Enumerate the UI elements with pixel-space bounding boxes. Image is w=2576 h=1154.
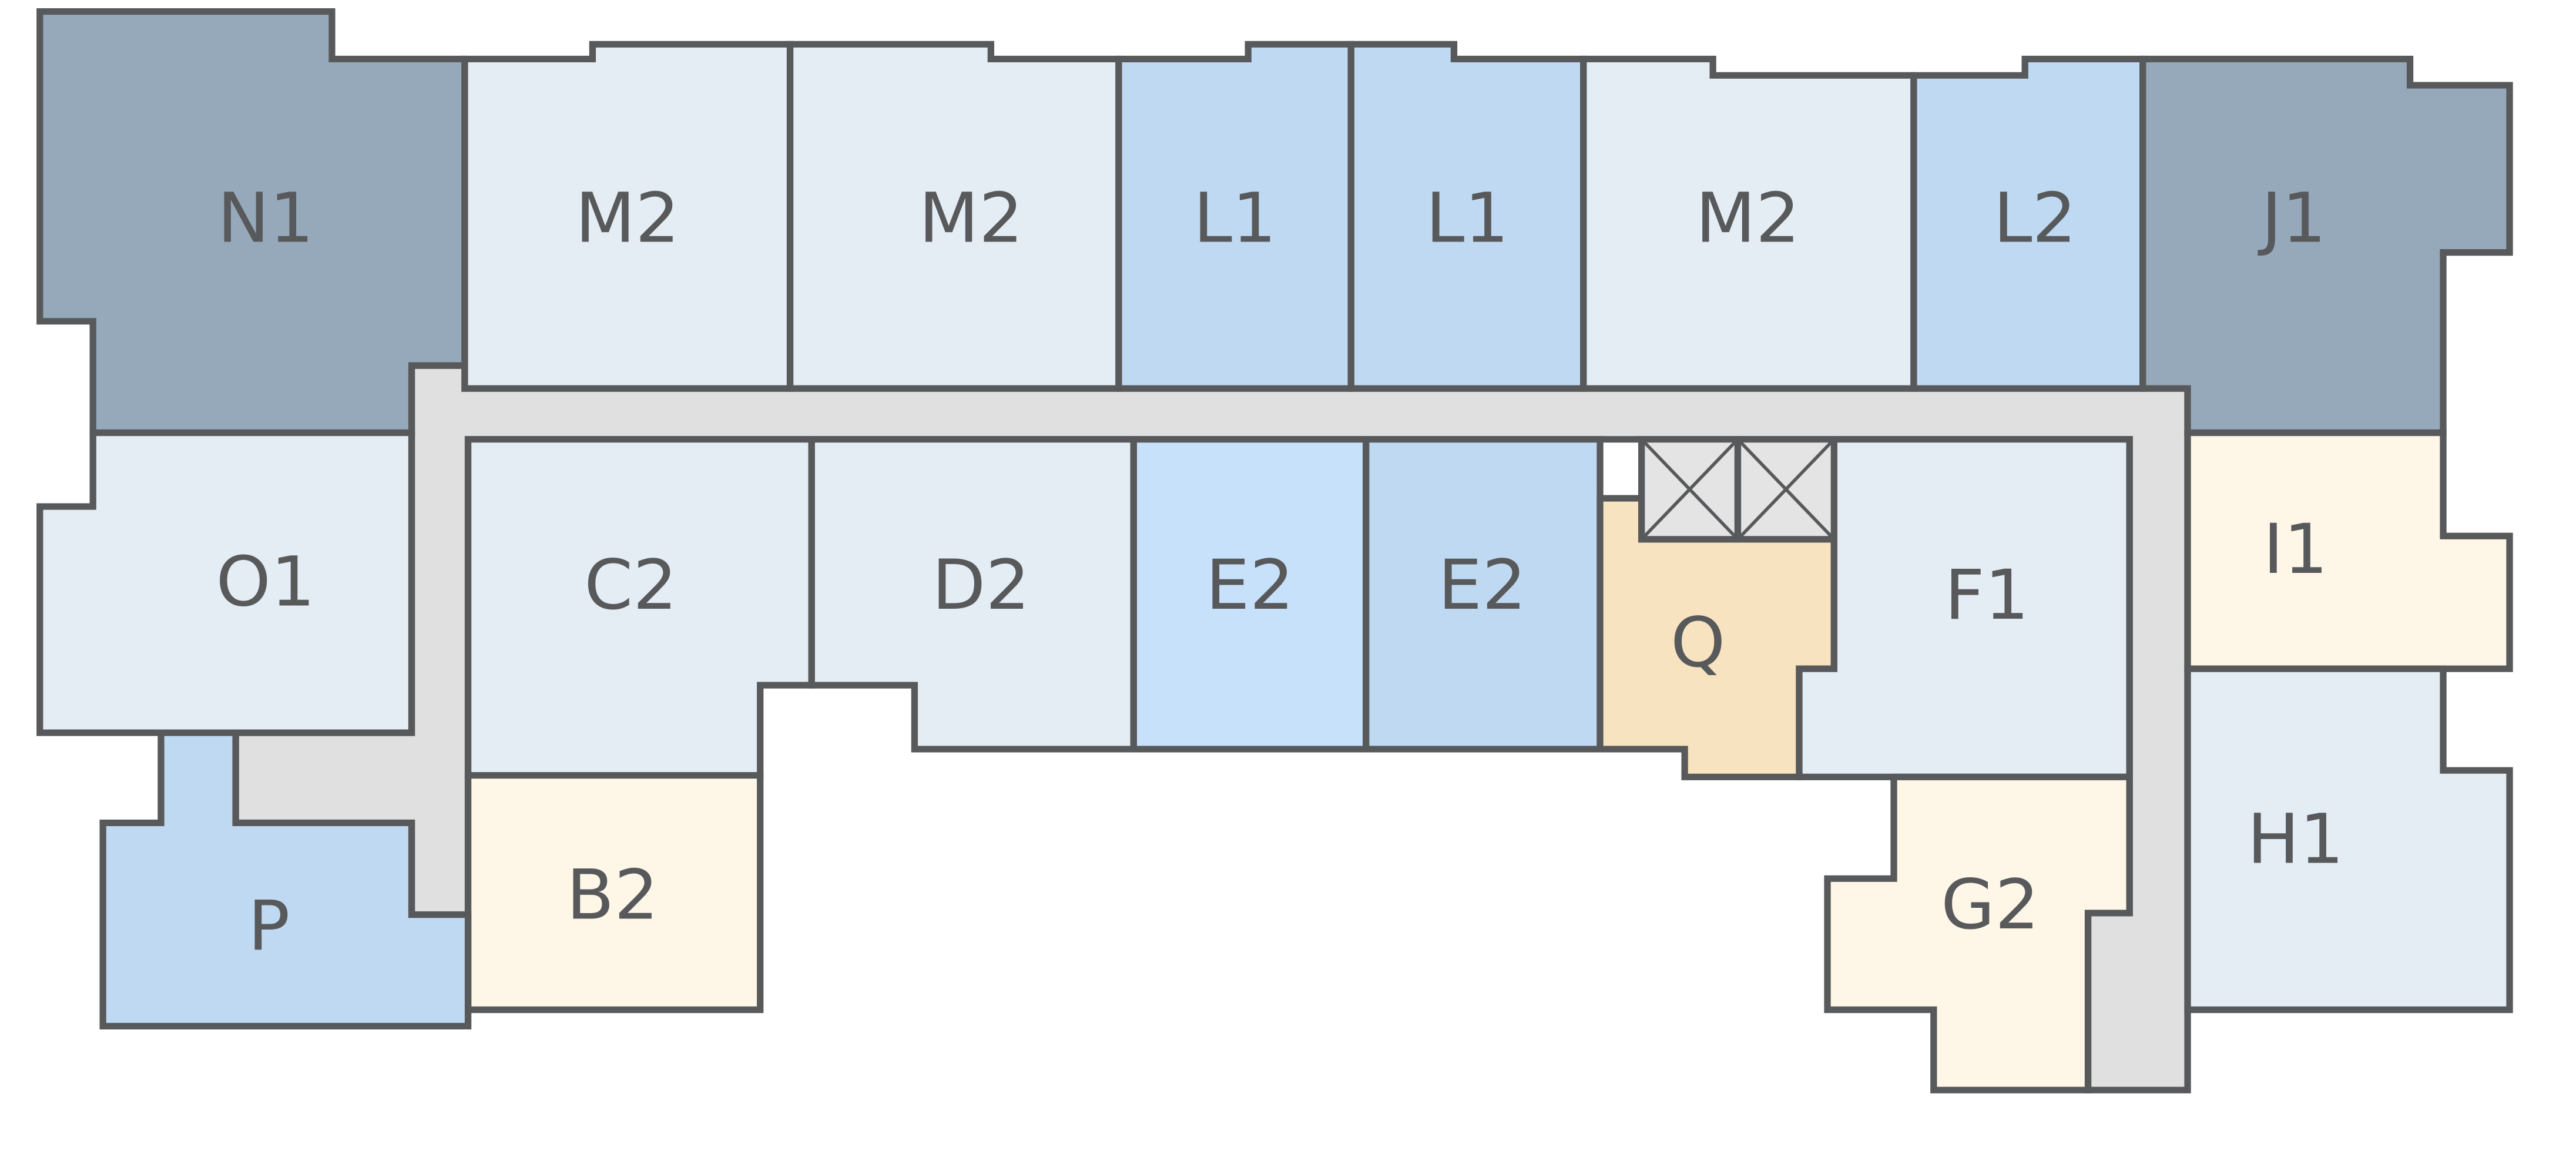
elevator-2	[1734, 436, 1837, 543]
unit-l1-b[interactable]: L1	[1347, 41, 1587, 392]
unit-l1-a[interactable]: L1	[1115, 41, 1354, 392]
unit-d2-shape[interactable]	[808, 436, 1137, 753]
unit-h1-shape[interactable]	[2184, 665, 2513, 1014]
unit-l1-a-shape[interactable]	[1115, 41, 1354, 392]
unit-f1[interactable]: F1	[1796, 436, 2133, 780]
unit-l2-shape[interactable]	[1910, 55, 2146, 392]
elevator-2-cross-icon	[1736, 438, 1836, 541]
unit-l2[interactable]: L2	[1910, 55, 2146, 392]
unit-n1[interactable]: N1	[36, 8, 468, 437]
unit-l1-b-shape[interactable]	[1347, 41, 1587, 392]
unit-i1[interactable]: I1	[2184, 429, 2513, 672]
unit-b2-shape[interactable]	[464, 771, 764, 1014]
unit-m2-c[interactable]: M2	[1580, 55, 1917, 392]
elevator-1-cross-icon	[1640, 438, 1739, 541]
unit-e2-a[interactable]: E2	[1130, 436, 1370, 753]
unit-d2[interactable]: D2	[808, 436, 1137, 753]
unit-e2-b-shape[interactable]	[1363, 436, 1604, 753]
unit-i1-shape[interactable]	[2184, 429, 2513, 672]
unit-h1[interactable]: H1	[2184, 665, 2513, 1014]
unit-e2-b[interactable]: E2	[1363, 436, 1604, 753]
unit-j1[interactable]: J1	[2139, 55, 2513, 437]
unit-e2-a-shape[interactable]	[1130, 436, 1370, 753]
unit-o1-shape[interactable]	[36, 429, 415, 736]
unit-c2-shape[interactable]	[464, 436, 815, 779]
unit-g2-shape[interactable]	[1824, 773, 2133, 1093]
unit-m2-a-shape[interactable]	[461, 41, 794, 392]
unit-m2-c-shape[interactable]	[1580, 55, 1917, 392]
unit-p-shape[interactable]	[99, 729, 472, 1029]
unit-m2-a[interactable]: M2	[461, 41, 794, 392]
unit-n1-shape[interactable]	[36, 8, 468, 437]
unit-f1-shape[interactable]	[1796, 436, 2133, 780]
elevator-1	[1638, 436, 1742, 543]
unit-m2-b[interactable]: M2	[786, 41, 1122, 392]
unit-j1-shape[interactable]	[2139, 55, 2513, 437]
elevators	[1638, 436, 1837, 543]
unit-o1[interactable]: O1	[36, 429, 415, 736]
unit-m2-b-shape[interactable]	[786, 41, 1122, 392]
unit-b2[interactable]: B2	[464, 771, 764, 1014]
unit-c2[interactable]: C2	[464, 436, 815, 779]
unit-g2[interactable]: G2	[1824, 773, 2133, 1093]
